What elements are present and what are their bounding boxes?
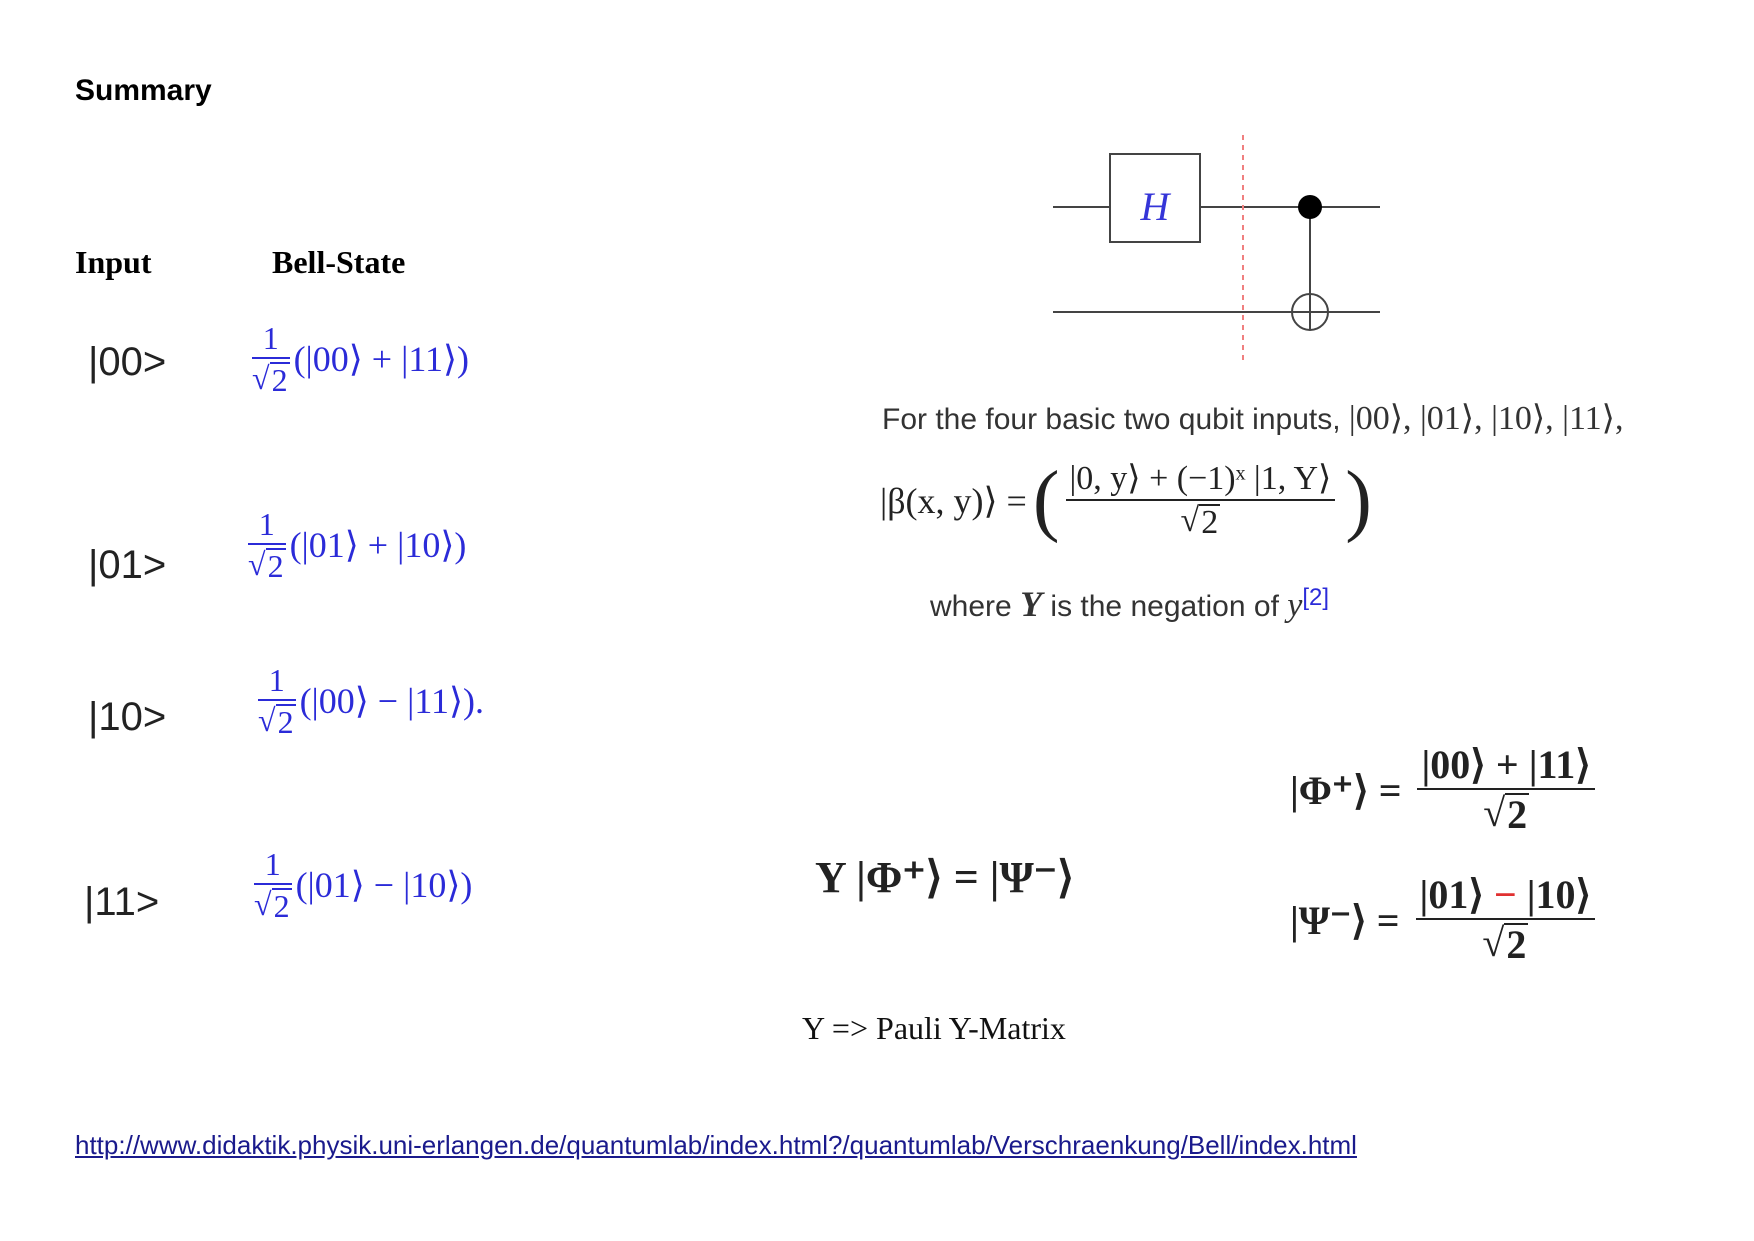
coef-numerator: 1	[268, 662, 285, 698]
input-ket-11: |11>	[84, 880, 160, 924]
hadamard-gate	[1109, 153, 1201, 243]
input-ket-00: |00>	[88, 340, 167, 384]
coef-denominator: 2	[275, 704, 296, 740]
target-circle	[1291, 293, 1329, 331]
hadamard-gate-label: H	[1140, 184, 1172, 229]
psi-minus-denominator: 2	[1504, 922, 1529, 967]
coef-denominator: 2	[271, 888, 292, 924]
basis-inputs: |00⟩, |01⟩, |10⟩, |11⟩,	[1348, 400, 1624, 437]
beta-lhs: |β(x, y)⟩ =	[880, 480, 1027, 521]
bell-state-column-header: Bell-State	[272, 244, 406, 280]
bell-state-expression: (|00⟩ + |11⟩)	[293, 339, 470, 379]
bell-circuit-diagram: H	[1053, 135, 1380, 360]
input-ket-01: |01>	[88, 543, 167, 587]
pauli-y-equation: Y |Φ⁺⟩ = |Ψ⁻⟩	[815, 853, 1075, 902]
page-title: Summary	[75, 74, 212, 107]
control-dot	[1298, 195, 1322, 219]
phi-plus-definition: |Φ⁺⟩ = |00⟩ + |11⟩ √2	[1290, 745, 1599, 835]
phi-plus-numerator: |00⟩ + |11⟩	[1421, 742, 1591, 787]
formula-intro: For the four basic two qubit inputs, |00…	[882, 400, 1624, 437]
psi-minus-definition: |Ψ⁻⟩ = |01⟩ − |10⟩ √2	[1290, 875, 1599, 965]
beta-numerator: |0, y⟩ + (−1)ˣ |1, Y⟩	[1069, 459, 1332, 497]
coef-numerator: 1	[262, 320, 279, 356]
psi-minus-lhs: |Ψ⁻⟩ =	[1290, 897, 1400, 943]
beta-formula: |β(x, y)⟩ = ( |0, y⟩ + (−1)ˣ |1, Y⟩ √2 )	[880, 456, 1372, 544]
beta-denominator: 2	[1199, 503, 1221, 541]
psi-minus-numerator: |01⟩ − |10⟩	[1419, 872, 1592, 917]
bell-state-row-1: 1√2 (|01⟩ + |10⟩)	[248, 506, 467, 584]
bell-state-row-3: 1√2 (|01⟩ − |10⟩)	[254, 846, 473, 924]
negation-note: where Y is the negation of y[2]	[930, 584, 1330, 624]
coef-numerator: 1	[264, 846, 281, 882]
pauli-caption: Y => Pauli Y-Matrix	[802, 1010, 1066, 1046]
coef-numerator: 1	[258, 506, 275, 542]
phi-plus-lhs: |Φ⁺⟩ =	[1290, 767, 1402, 813]
reference-link[interactable]: [2]	[1302, 584, 1330, 611]
source-link[interactable]: http://www.didaktik.physik.uni-erlangen.…	[75, 1130, 1357, 1160]
input-column-header: Input	[75, 244, 152, 280]
bell-state-expression: (|00⟩ − |11⟩).	[299, 681, 485, 721]
bell-state-expression: (|01⟩ + |10⟩)	[289, 525, 467, 565]
bell-state-row-2: 1√2 (|00⟩ − |11⟩).	[258, 662, 485, 740]
bell-state-expression: (|01⟩ − |10⟩)	[295, 865, 473, 905]
bell-state-row-0: 1√2 (|00⟩ + |11⟩)	[252, 320, 470, 398]
input-ket-10: |10>	[88, 695, 167, 739]
phi-plus-denominator: 2	[1505, 792, 1530, 837]
coef-denominator: 2	[269, 362, 290, 398]
coef-denominator: 2	[265, 548, 286, 584]
